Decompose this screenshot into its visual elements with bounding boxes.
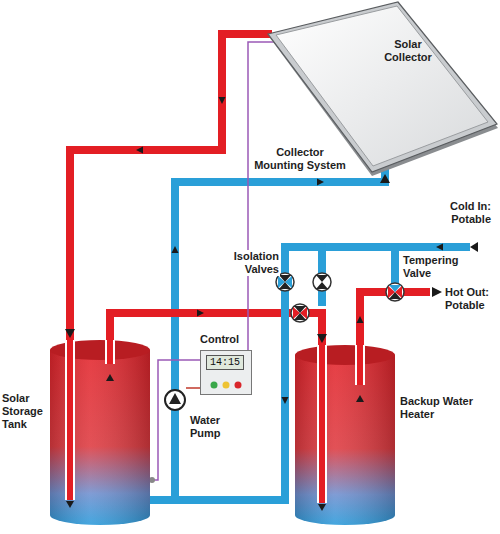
hot-transfer-pipe — [110, 313, 322, 345]
backup-water-heater-shape — [295, 345, 395, 525]
outlet-label: Hot Out: Potable — [444, 286, 498, 312]
sensor-wire — [248, 42, 262, 350]
part-label: Isolation Valves — [214, 250, 280, 276]
sensor-wire — [248, 42, 262, 350]
isolation-valve — [291, 304, 309, 322]
hot-collector-pipe — [65, 34, 262, 340]
isolation-valve — [313, 273, 331, 291]
solar-storage-tank: Solar Storage Tank — [50, 340, 150, 525]
part-label: Tempering Valve — [402, 254, 464, 280]
heater-label: Backup Water Heater — [400, 395, 490, 421]
control-display: 14:15 — [206, 355, 244, 370]
tempering-cold-pipe — [391, 247, 399, 284]
part-label: Water Pump — [189, 414, 233, 440]
hot-collector-pipe — [70, 34, 262, 340]
control-title: Control — [200, 333, 252, 346]
arrowhead — [65, 329, 75, 338]
arrowhead — [317, 334, 327, 343]
inlet-label: Cold In: Potable — [438, 200, 492, 226]
control-box: Control14:15 — [200, 350, 252, 395]
tempering-valve — [386, 283, 404, 301]
pump-wire — [186, 387, 200, 389]
water-pump-symbol — [165, 390, 185, 410]
cold-in-arrow — [470, 242, 478, 252]
backup-water-heater: Backup Water Heater — [295, 345, 395, 525]
solar-storage-tank-shape — [50, 340, 150, 525]
hot-out-arrow — [432, 287, 442, 297]
collector-title: Solar Collector — [376, 38, 440, 64]
tank-label: Solar Storage Tank — [2, 392, 48, 431]
part-label: Collector Mounting System — [252, 146, 348, 172]
arrowhead — [380, 174, 390, 183]
